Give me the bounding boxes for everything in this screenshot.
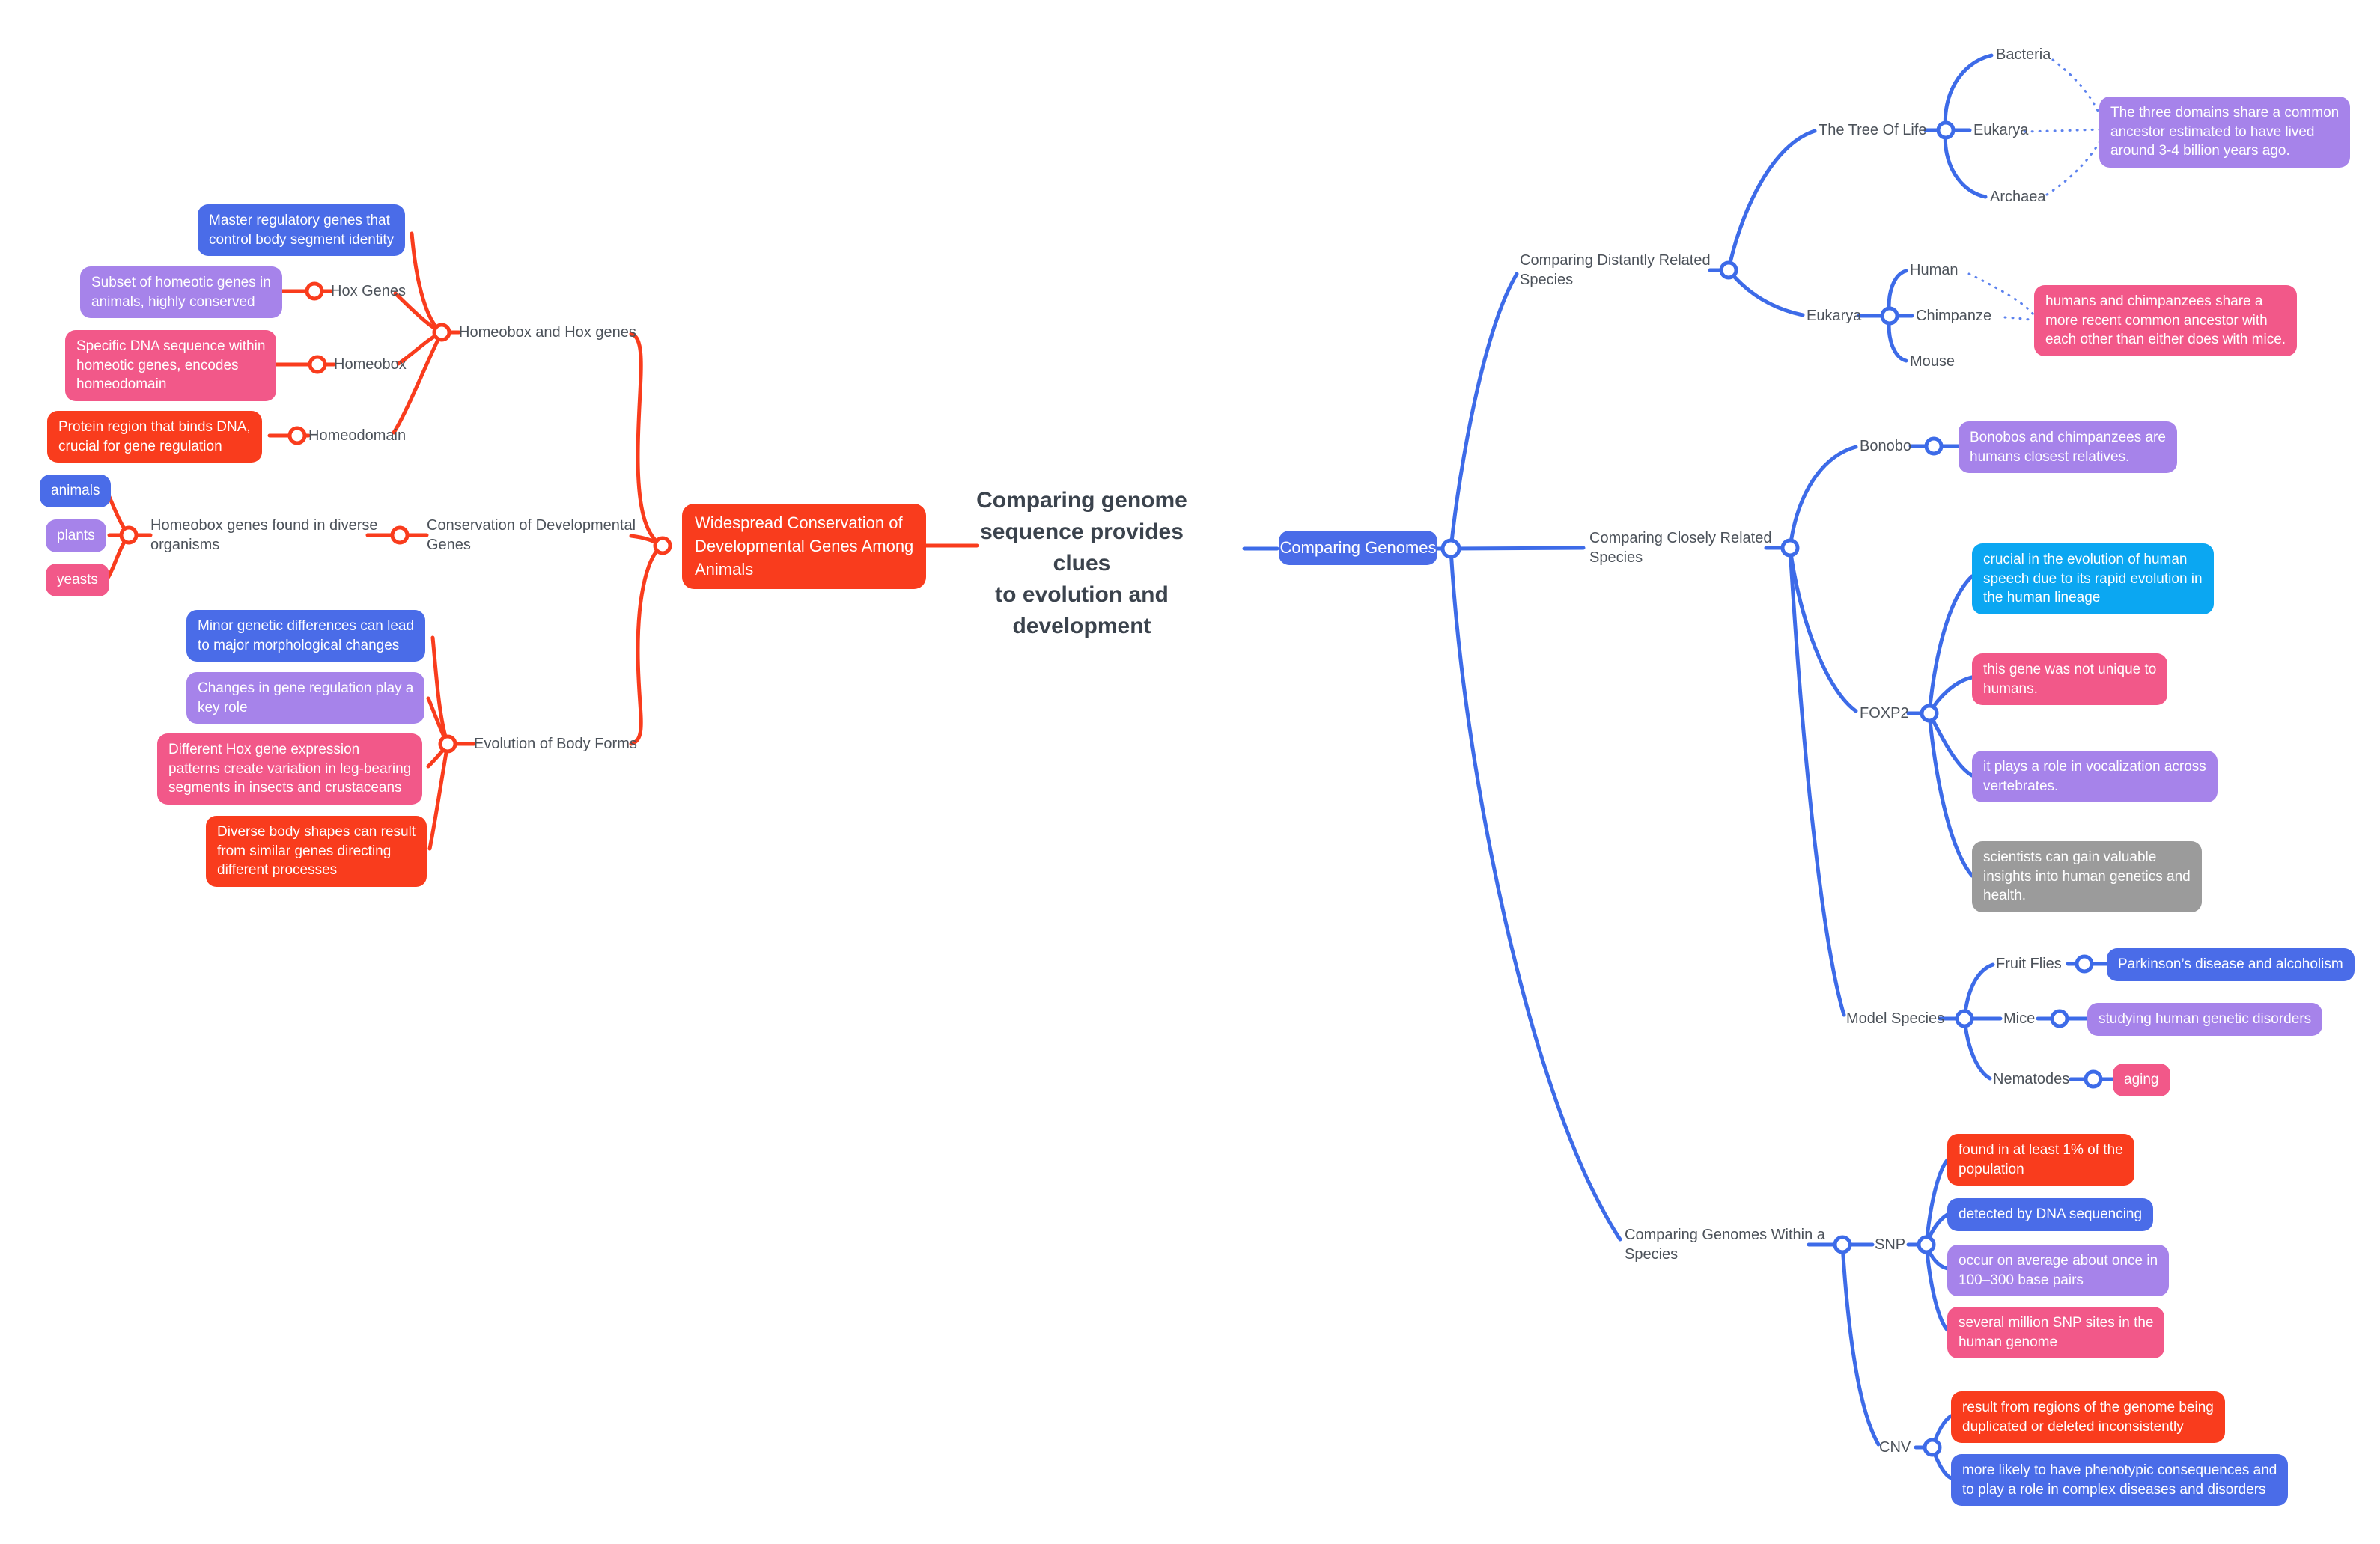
label-chimpanze[interactable]: Chimpanze	[1916, 308, 1992, 324]
central-topic-title[interactable]: Comparing genome sequence provides clues…	[976, 488, 1187, 638]
label-homeobox[interactable]: Homeobox	[334, 356, 407, 373]
label-cnv[interactable]: CNV	[1879, 1439, 1911, 1456]
label-homeobox-diverse-organisms[interactable]: Homeobox genes found in diverse organism…	[150, 517, 378, 553]
note-animals[interactable]: animals	[40, 475, 112, 507]
note-snp-sites[interactable]: several million SNP sites in the human g…	[1947, 1307, 2165, 1359]
note-plants[interactable]: plants	[46, 519, 106, 552]
right-branch-lines	[1242, 53, 2115, 1480]
note-homeodomain[interactable]: Protein region that binds DNA, crucial f…	[47, 411, 262, 463]
label-nematodes[interactable]: Nematodes	[1993, 1071, 2070, 1087]
note-mice[interactable]: studying human genetic disorders	[2087, 1003, 2323, 1036]
note-minor-genetic-differences[interactable]: Minor genetic differences can lead to ma…	[186, 610, 426, 662]
note-nematodes[interactable]: aging	[2113, 1064, 2170, 1096]
label-homeodomain[interactable]: Homeodomain	[308, 427, 407, 444]
note-snp-sequencing[interactable]: detected by DNA sequencing	[1947, 1198, 2154, 1231]
label-fruit-flies[interactable]: Fruit Flies	[1996, 956, 2062, 972]
note-foxp2-vocalization[interactable]: it plays a role in vocalization across v…	[1972, 751, 2218, 803]
label-tree-of-life[interactable]: The Tree Of Life	[1819, 122, 1927, 138]
label-eukarya-domain[interactable]: Eukarya	[1973, 122, 2029, 138]
note-hox-expression-patterns[interactable]: Different Hox gene expression patterns c…	[157, 733, 423, 805]
label-comparing-closely[interactable]: Comparing Closely Related Species	[1589, 530, 1772, 566]
label-archaea[interactable]: Archaea	[1990, 189, 2046, 205]
note-diverse-body-shapes[interactable]: Diverse body shapes can result from simi…	[206, 816, 427, 887]
label-model-species[interactable]: Model Species	[1846, 1010, 1945, 1027]
note-cnv-duplication[interactable]: result from regions of the genome being …	[1951, 1391, 2225, 1444]
note-snp-population[interactable]: found in at least 1% of the population	[1947, 1134, 2134, 1186]
label-comparing-within[interactable]: Comparing Genomes Within a Species	[1625, 1227, 1825, 1263]
label-homeobox-hox-genes[interactable]: Homeobox and Hox genes	[459, 324, 636, 341]
right-junction-dots	[1440, 120, 2103, 1457]
note-fruit-flies[interactable]: Parkinson’s disease and alcoholism	[2107, 948, 2355, 981]
note-gene-regulation-role[interactable]: Changes in gene regulation play a key ro…	[186, 672, 425, 724]
label-mouse[interactable]: Mouse	[1910, 353, 1956, 370]
node-widespread-conservation[interactable]: Widespread Conservation of Developmental…	[682, 504, 927, 590]
label-bonobo[interactable]: Bonobo	[1860, 438, 1911, 454]
note-master-regulatory[interactable]: Master regulatory genes that control bod…	[198, 204, 406, 257]
note-foxp2-insights[interactable]: scientists can gain valuable insights in…	[1972, 841, 2202, 912]
note-yeasts[interactable]: yeasts	[46, 564, 109, 596]
label-eukarya[interactable]: Eukarya	[1807, 308, 1862, 324]
label-bacteria[interactable]: Bacteria	[1996, 46, 2051, 63]
label-snp[interactable]: SNP	[1875, 1236, 1906, 1253]
label-conservation-genes[interactable]: Conservation of Developmental Genes	[427, 517, 636, 553]
label-hox-genes[interactable]: Hox Genes	[331, 283, 407, 299]
label-mice[interactable]: Mice	[2003, 1010, 2036, 1027]
label-foxp2[interactable]: FOXP2	[1860, 705, 1909, 721]
node-comparing-genomes[interactable]: Comparing Genomes	[1279, 531, 1437, 565]
left-junction-dots	[119, 281, 672, 754]
note-three-domains[interactable]: The three domains share a common ancesto…	[2099, 97, 2351, 168]
note-hox-genes[interactable]: Subset of homeotic genes in animals, hig…	[80, 266, 282, 319]
note-common-ancestor[interactable]: humans and chimpanzees share a more rece…	[2034, 285, 2298, 356]
label-evolution-body-forms[interactable]: Evolution of Body Forms	[474, 736, 637, 752]
label-comparing-distantly[interactable]: Comparing Distantly Related Species	[1520, 252, 1711, 288]
label-human[interactable]: Human	[1910, 262, 1959, 278]
note-snp-frequency[interactable]: occur on average about once in 100–300 b…	[1947, 1245, 2170, 1297]
note-foxp2-not-unique[interactable]: this gene was not unique to humans.	[1972, 653, 2168, 706]
note-bonobo[interactable]: Bonobos and chimpanzees are humans close…	[1959, 421, 2177, 474]
note-foxp2-speech[interactable]: crucial in the evolution of human speech…	[1972, 543, 2214, 614]
note-homeobox[interactable]: Specific DNA sequence within homeotic ge…	[65, 330, 277, 401]
note-cnv-phenotypic[interactable]: more likely to have phenotypic consequen…	[1951, 1454, 2289, 1507]
